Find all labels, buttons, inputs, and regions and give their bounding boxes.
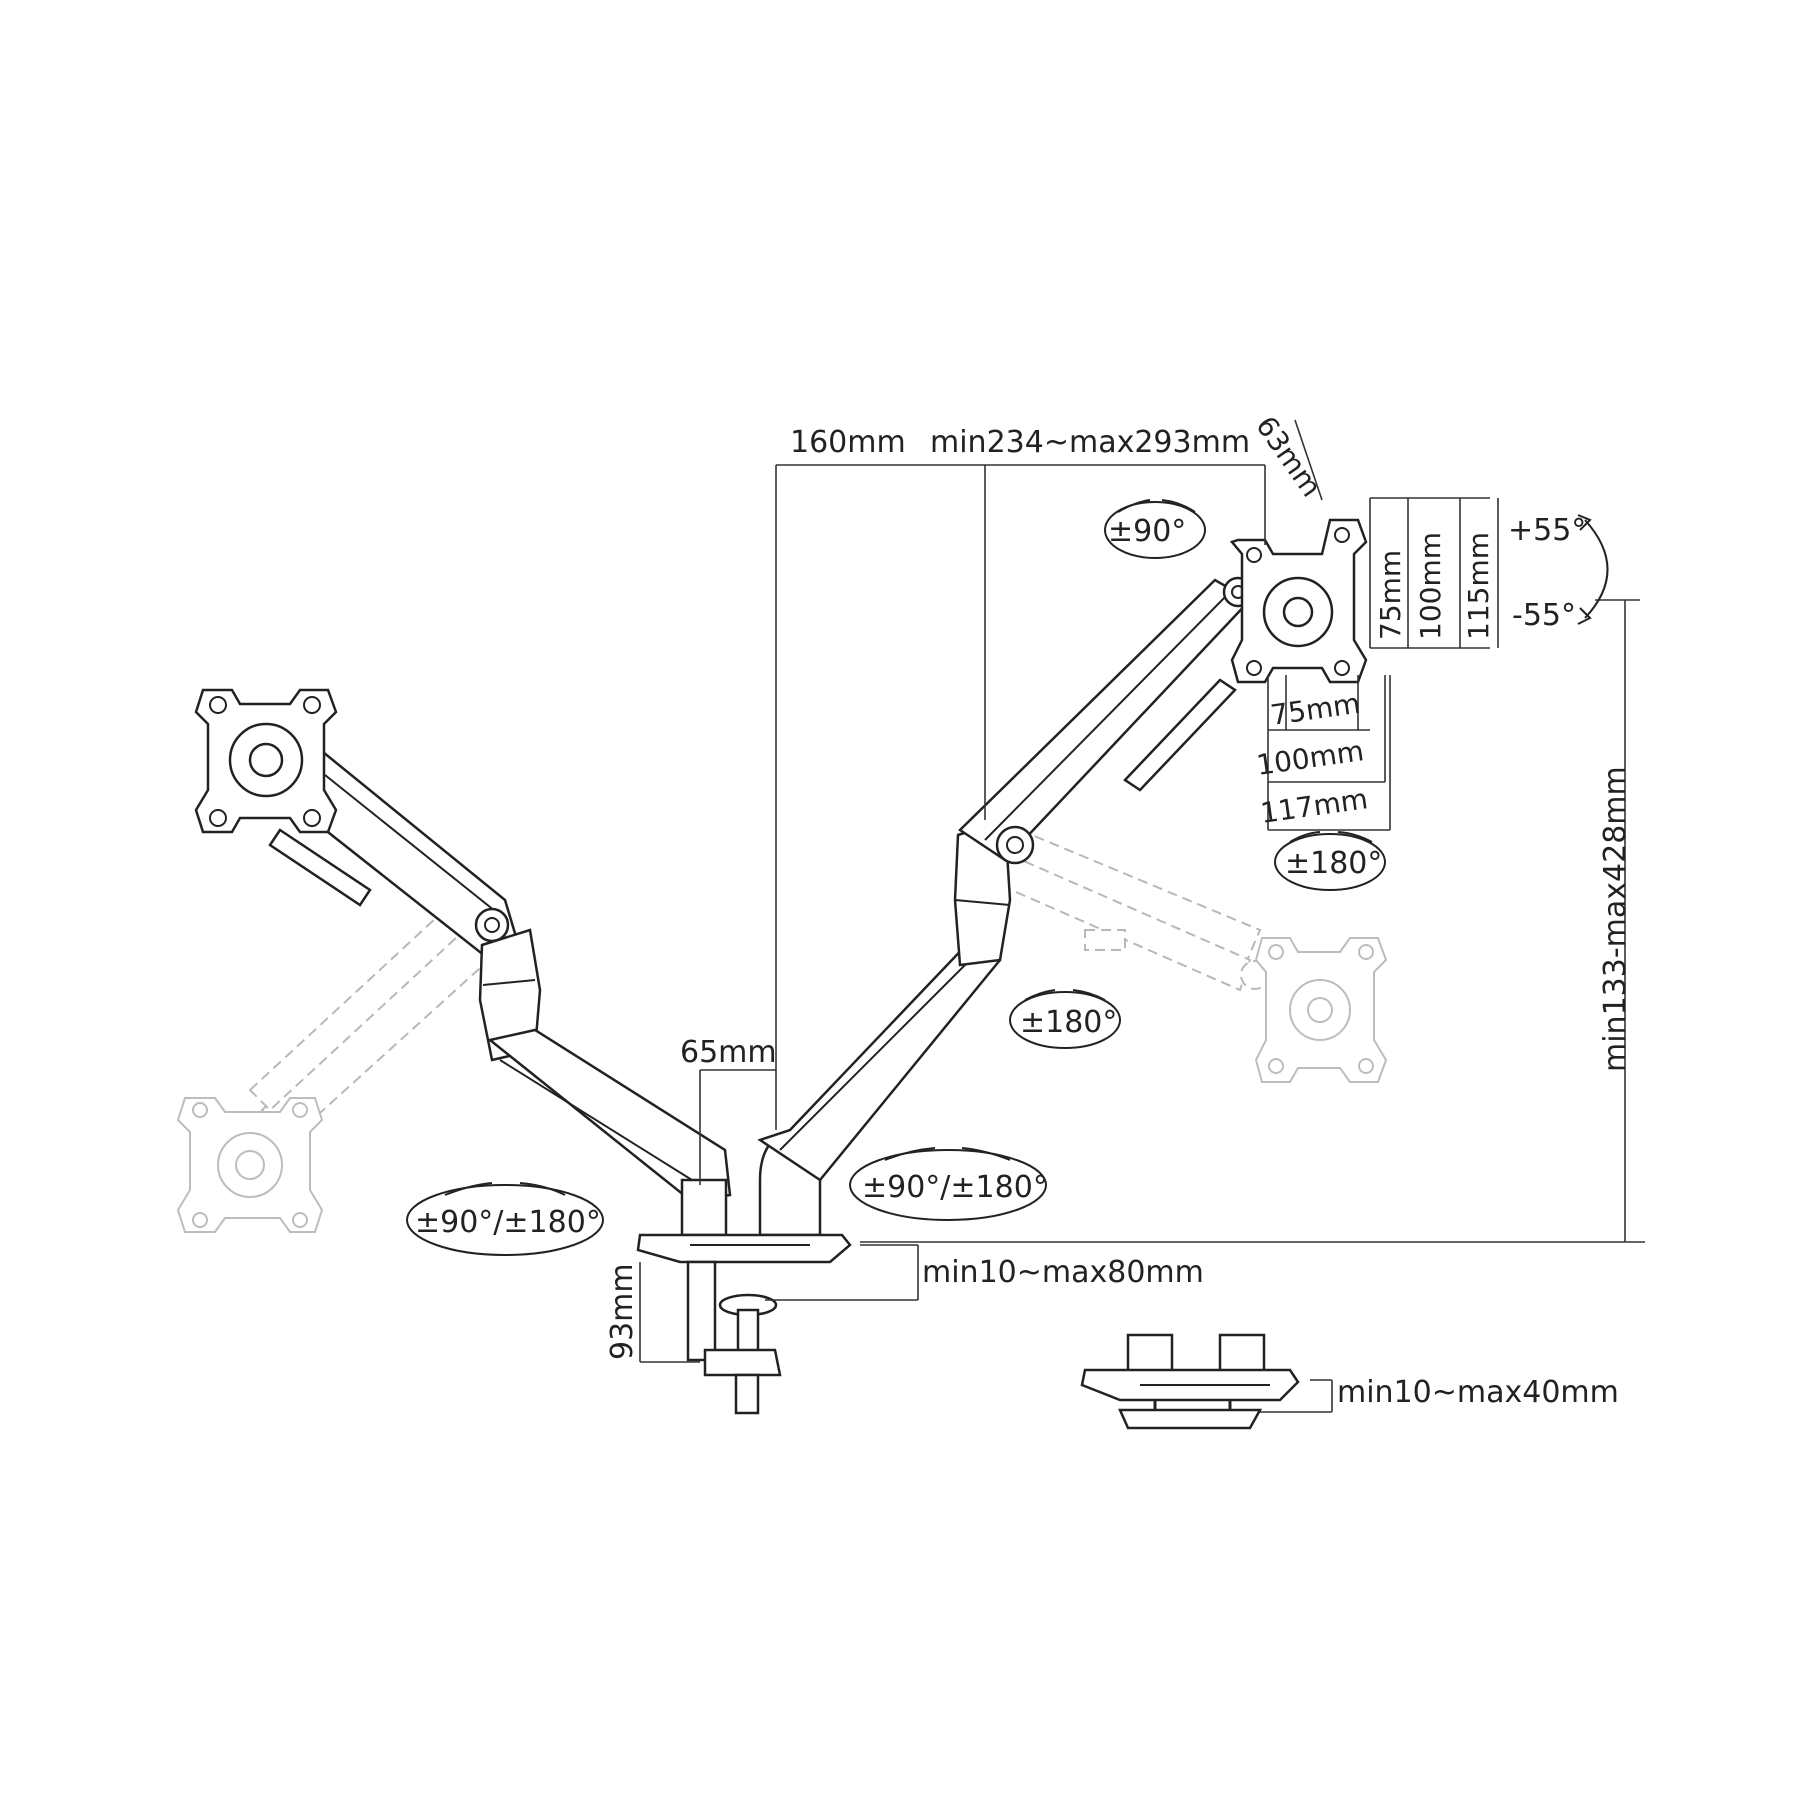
- tilt-down-label: -55°: [1512, 598, 1576, 633]
- right-upper-arm: [958, 576, 1254, 865]
- left-upper-arm: [268, 745, 522, 962]
- vesa-117-h-label: 117mm: [1258, 782, 1370, 830]
- clamp-base-plate: [636, 1233, 852, 1264]
- swivel-right-label: ±90°/±180°: [862, 1170, 1048, 1205]
- vesa-100-v-label: 100mm: [1414, 532, 1447, 640]
- clamp-body: [686, 1260, 782, 1415]
- arm-length-label: min234~max293mm: [930, 425, 1250, 460]
- ghost-right-arm: [998, 828, 1270, 992]
- vesa-115-v-label: 115mm: [1462, 532, 1495, 640]
- vesa-100-h-label: 100mm: [1254, 734, 1366, 782]
- left-plate[interactable]: [194, 688, 338, 834]
- clamp-height-label: 93mm: [605, 1263, 640, 1360]
- vesa-75-h-label: 75mm: [1268, 687, 1362, 732]
- grommet-detail: [1080, 1333, 1300, 1430]
- dimension-lines: [639, 419, 1645, 1413]
- rotate-plate-badge: [1274, 831, 1386, 891]
- right-plate[interactable]: [1229, 518, 1368, 684]
- clamp-range-label: min10~max80mm: [922, 1255, 1204, 1290]
- left-lower-arm: [487, 1028, 732, 1202]
- swivel-right-badge: [849, 1147, 1047, 1221]
- plate-depth-label: 63mm: [1249, 410, 1328, 503]
- rotate-arm-label: ±180°: [1020, 1005, 1117, 1040]
- pole-left: [680, 1178, 728, 1237]
- rotate-top-badge: [1104, 499, 1206, 559]
- swivel-left-badge: [406, 1182, 604, 1256]
- grommet-range-label: min10~max40mm: [1337, 1375, 1619, 1410]
- swivel-left-label: ±90°/±180°: [415, 1205, 601, 1240]
- tilt-arc: [1577, 514, 1609, 625]
- height-range-label: min133-max428mm: [1598, 766, 1633, 1072]
- pole-offset-label: 65mm: [680, 1035, 777, 1070]
- tilt-up-label: +55°: [1508, 513, 1586, 548]
- ghost-left-plate: [176, 1097, 324, 1233]
- rotate-top-label: ±90°: [1108, 514, 1186, 549]
- reach-offset-label: 160mm: [790, 425, 906, 460]
- vesa-75-v-label: 75mm: [1374, 550, 1407, 640]
- rotate-arm-badge: [1009, 989, 1121, 1049]
- rotate-plate-label: ±180°: [1285, 846, 1382, 881]
- ghost-right-plate: [1254, 937, 1388, 1083]
- right-elbow: [953, 818, 1012, 967]
